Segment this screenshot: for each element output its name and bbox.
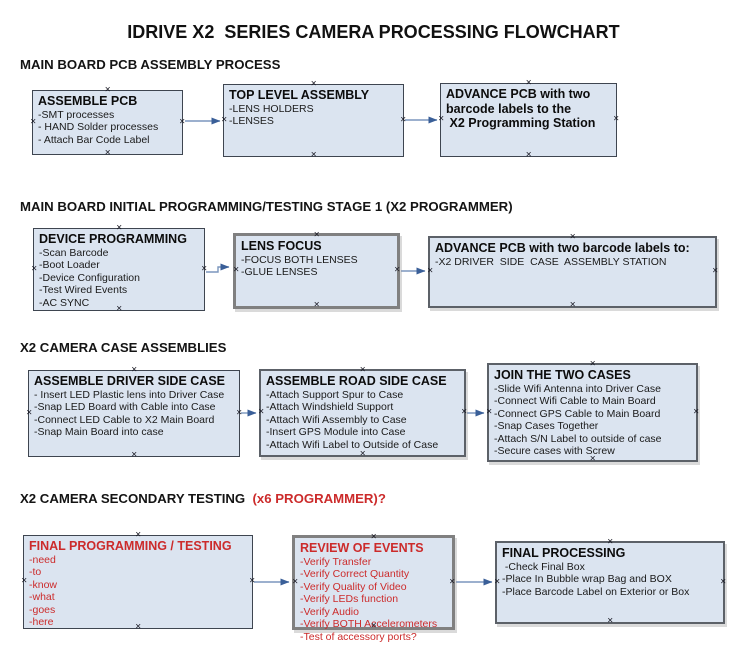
box-item: -here bbox=[29, 616, 54, 629]
box-review-of-events: REVIEW OF EVENTS -Verify Transfer -Verif… bbox=[292, 532, 455, 643]
box-item: -AC SYNC bbox=[39, 296, 90, 309]
section-heading-case-assemblies: X2 CAMERA CASE ASSEMBLIES bbox=[20, 340, 226, 355]
connection-handle-icon: × bbox=[494, 576, 500, 588]
arrow-device-programming-to-lens-focus bbox=[206, 263, 230, 273]
box-advance-pcb-programming-station: ADVANCE PCB with two barcode labels to t… bbox=[438, 78, 619, 160]
box-title: LENS FOCUS bbox=[241, 239, 322, 253]
box-item: -Place In Bubble wrap Bag and BOX bbox=[502, 573, 672, 586]
box-item: -GLUE LENSES bbox=[241, 266, 318, 279]
box-item: -Connect LED Cable to X2 Main Board bbox=[34, 413, 215, 426]
box-item: -FOCUS BOTH LENSES bbox=[241, 253, 358, 266]
box-title: ADVANCE PCB with two barcode labels to: bbox=[435, 241, 690, 255]
box-lens-focus: LENS FOCUS -FOCUS BOTH LENSES -GLUE LENS… bbox=[233, 230, 400, 310]
box-advance-pcb-driver-side-station: ADVANCE PCB with two barcode labels to: … bbox=[427, 232, 718, 310]
box-item: -Snap Main Board into case bbox=[34, 426, 164, 439]
box-title: FINAL PROCESSING bbox=[502, 546, 626, 560]
box-item: -Test of accessory ports? bbox=[300, 631, 417, 644]
box-item: - Insert LED Plastic lens into Driver Ca… bbox=[34, 388, 225, 401]
box-item: -what bbox=[29, 591, 55, 604]
connection-handle-icon: × bbox=[394, 264, 400, 276]
box-final-programming-testing: FINAL PROGRAMMING / TESTING -need -to -k… bbox=[21, 530, 255, 632]
box-title: TOP LEVEL ASSEMBLY bbox=[229, 88, 370, 102]
box-item: -Check Final Box bbox=[502, 560, 585, 573]
box-title: ASSEMBLE PCB bbox=[38, 94, 138, 108]
box-item: -LENSES bbox=[229, 115, 274, 128]
box-final-processing: FINAL PROCESSING -Check Final Box -Place… bbox=[494, 537, 726, 626]
connection-handle-icon: × bbox=[427, 265, 433, 277]
box-item: -Verify Transfer bbox=[300, 555, 372, 568]
box-item: -SMT processes bbox=[38, 108, 115, 121]
box-item: -Snap Cases Together bbox=[494, 420, 599, 433]
box-assemble-driver-side-case: ASSEMBLE DRIVER SIDE CASE - Insert LED P… bbox=[26, 365, 242, 460]
box-item: -Verify Correct Quantity bbox=[300, 568, 410, 581]
box-item: -to bbox=[29, 566, 42, 579]
box-item: -Verify LEDs function bbox=[300, 593, 399, 606]
box-item: -Scan Barcode bbox=[39, 246, 109, 259]
box-item: - Attach Bar Code Label bbox=[38, 133, 150, 146]
section-heading-text: MAIN BOARD PCB ASSEMBLY PROCESS bbox=[20, 57, 281, 72]
box-item: -Connect Wifi Cable to Main Board bbox=[494, 395, 656, 408]
box-item: -Insert GPS Module into Case bbox=[266, 426, 406, 439]
box-title: ASSEMBLE ROAD SIDE CASE bbox=[266, 374, 447, 388]
box-item: -Test Wired Events bbox=[39, 284, 128, 297]
connection-handle-icon: × bbox=[258, 406, 264, 418]
box-item: -Attach Wifi Assembly to Case bbox=[266, 413, 407, 426]
section-heading-secondary-testing: X2 CAMERA SECONDARY TESTING (x6 PROGRAMM… bbox=[20, 491, 386, 506]
section-heading-pcb-assembly: MAIN BOARD PCB ASSEMBLY PROCESS bbox=[20, 57, 280, 72]
section-heading-red-text: (x6 PROGRAMMER)? bbox=[252, 491, 386, 506]
box-item: -Slide Wifi Antenna into Driver Case bbox=[494, 382, 661, 395]
box-item: -LENS HOLDERS bbox=[229, 102, 314, 115]
box-item: -Boot Loader bbox=[39, 259, 100, 272]
section-heading-initial-programming: MAIN BOARD INITIAL PROGRAMMING/TESTING S… bbox=[20, 199, 513, 214]
box-title: FINAL PROGRAMMING / TESTING bbox=[29, 539, 232, 553]
box-top-level-assembly: TOP LEVEL ASSEMBLY -LENS HOLDERS -LENSES… bbox=[221, 79, 406, 160]
box-item: -Attach Wifi Label to Outside of Case bbox=[266, 438, 439, 451]
box-item: -Verify Quality of Video bbox=[300, 580, 407, 593]
connection-handle-icon: × bbox=[449, 576, 455, 588]
section-heading-text: X2 CAMERA CASE ASSEMBLIES bbox=[20, 340, 227, 355]
box-item: -Verify Audio bbox=[300, 605, 359, 618]
box-join-the-two-cases: JOIN THE TWO CASES -Slide Wifi Antenna i… bbox=[486, 359, 699, 464]
box-item: -Attach Support Spur to Case bbox=[266, 388, 404, 401]
box-item: -Snap LED Board with Cable into Case bbox=[34, 401, 216, 414]
section-heading-text: X2 CAMERA SECONDARY TESTING bbox=[20, 491, 253, 506]
box-item: -X2 DRIVER SIDE CASE ASSEMBLY STATION bbox=[435, 255, 667, 268]
box-item: -Attach S/N Label to outside of case bbox=[494, 432, 662, 445]
box-title: REVIEW OF EVENTS bbox=[300, 541, 424, 555]
box-assemble-pcb: ASSEMBLE PCB -SMT processes - HAND Solde… bbox=[30, 85, 185, 158]
box-item: -goes bbox=[29, 603, 56, 616]
box-title: ADVANCE PCB with two barcode labels to t… bbox=[446, 87, 596, 130]
box-item: -Secure cases with Screw bbox=[494, 445, 615, 458]
box-title: DEVICE PROGRAMMING bbox=[39, 232, 187, 246]
box-item: -know bbox=[29, 578, 58, 591]
box-item: -Device Configuration bbox=[39, 271, 140, 284]
page-title: IDRIVE X2 SERIES CAMERA PROCESSING FLOWC… bbox=[127, 22, 620, 42]
box-title: ASSEMBLE DRIVER SIDE CASE bbox=[34, 374, 226, 388]
box-item: - HAND Solder processes bbox=[38, 121, 159, 134]
box-device-programming: DEVICE PROGRAMMING -Scan Barcode -Boot L… bbox=[31, 223, 207, 314]
box-item: -need bbox=[29, 553, 56, 566]
box-item: -Verify BOTH Accelerometers bbox=[300, 618, 438, 631]
connection-handle-icon: × bbox=[292, 576, 298, 588]
connection-handle-icon: × bbox=[233, 264, 239, 276]
box-item: -Place Barcode Label on Exterior or Box bbox=[502, 585, 690, 598]
section-heading-text: MAIN BOARD INITIAL PROGRAMMING/TESTING S… bbox=[20, 199, 513, 214]
box-item: -Connect GPS Cable to Main Board bbox=[494, 407, 661, 420]
box-item: -Attach Windshield Support bbox=[266, 401, 394, 414]
connection-handle-icon: × bbox=[486, 406, 492, 418]
box-title: JOIN THE TWO CASES bbox=[494, 368, 631, 382]
box-assemble-road-side-case: ASSEMBLE ROAD SIDE CASE -Attach Support … bbox=[258, 365, 467, 459]
